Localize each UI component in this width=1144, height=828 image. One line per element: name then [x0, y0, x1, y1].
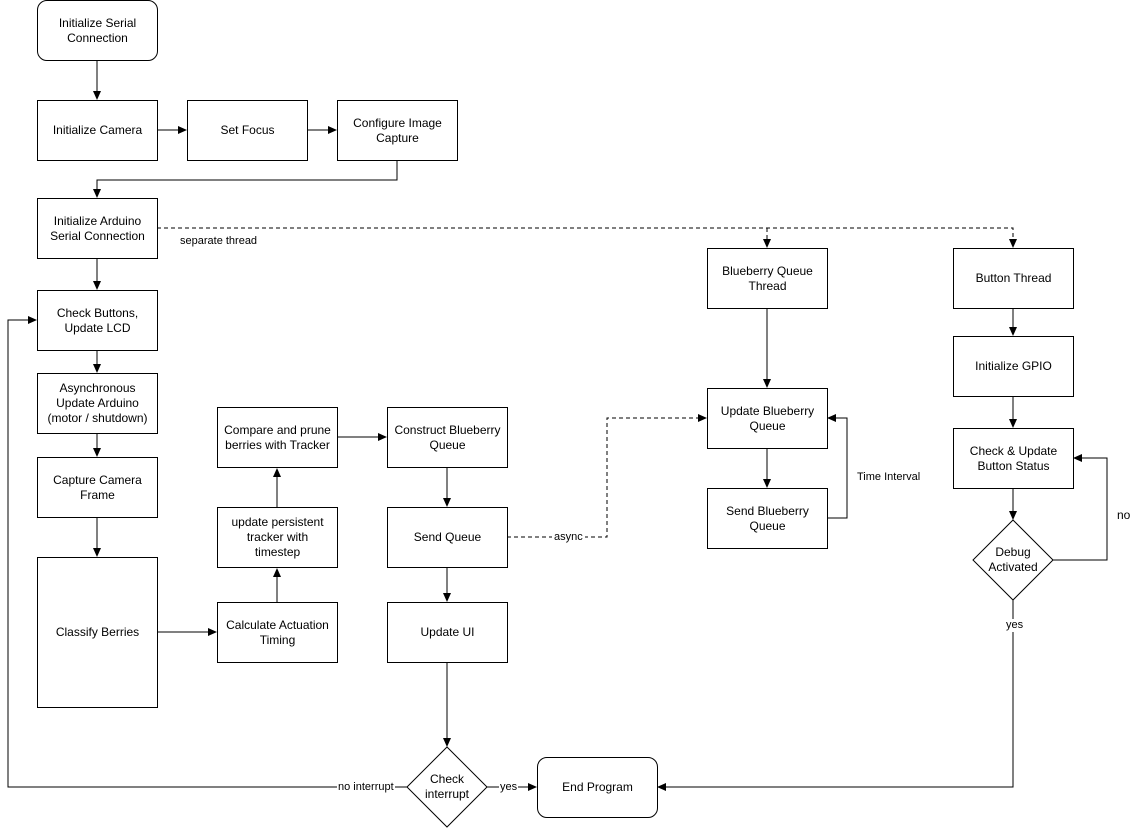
decision-shape-interrupt	[406, 746, 488, 828]
node-check-button-status: Check & Update Button Status	[953, 428, 1074, 489]
node-capture-frame: Capture Camera Frame	[37, 457, 158, 518]
node-update-ui: Update UI	[387, 602, 508, 663]
decision-shape-debug	[972, 519, 1054, 601]
node-init-gpio: Initialize GPIO	[953, 336, 1074, 397]
edge-async	[507, 414, 707, 538]
label-no: no	[1117, 508, 1131, 522]
edge-separate-thread	[157, 227, 1017, 248]
label-separate-thread: separate thread	[180, 235, 258, 247]
node-async-update: Asynchronous Update Arduino (motor / shu…	[37, 373, 158, 434]
node-button-thread: Button Thread	[953, 248, 1074, 309]
node-update-bb-queue: Update Blueberry Queue	[707, 388, 828, 449]
node-debug-activated: Debug Activated	[988, 545, 1038, 574]
edge-debug-no-loop	[1053, 454, 1108, 561]
node-compare-prune: Compare and prune berries with Tracker	[217, 407, 338, 468]
label-yes-interrupt: yes	[499, 781, 519, 794]
node-configure-capture: Configure Image Capture	[337, 100, 458, 161]
node-init-camera: Initialize Camera	[37, 100, 158, 161]
node-init-serial: Initialize Serial Connection	[37, 0, 158, 61]
label-yes-debug: yes	[1005, 619, 1025, 632]
node-end-program: End Program	[537, 757, 658, 818]
label-time-interval: Time Interval	[857, 471, 921, 483]
node-calc-timing: Calculate Actuation Timing	[217, 602, 338, 663]
label-async: async	[552, 531, 585, 544]
node-classify: Classify Berries	[37, 557, 158, 708]
label-no-interrupt: no interrupt	[337, 781, 395, 794]
node-construct-queue: Construct Blueberry Queue	[387, 407, 508, 468]
node-check-interrupt: Check interrupt	[424, 772, 470, 801]
node-update-tracker: update persistent tracker with timestep	[217, 507, 338, 568]
node-bb-queue-thread: Blueberry Queue Thread	[707, 248, 828, 309]
node-set-focus: Set Focus	[187, 100, 308, 161]
node-check-buttons: Check Buttons, Update LCD	[37, 290, 158, 351]
edge-time-interval-loop	[827, 414, 848, 519]
node-send-queue: Send Queue	[387, 507, 508, 568]
edge-configure-to-arduino	[93, 160, 398, 198]
node-send-bb-queue: Send Blueberry Queue	[707, 488, 828, 549]
edge-interrupt-no-loop	[7, 316, 407, 788]
node-init-arduino: Initialize Arduino Serial Connection	[37, 198, 158, 259]
edge-debug-yes-to-end	[657, 600, 1014, 791]
